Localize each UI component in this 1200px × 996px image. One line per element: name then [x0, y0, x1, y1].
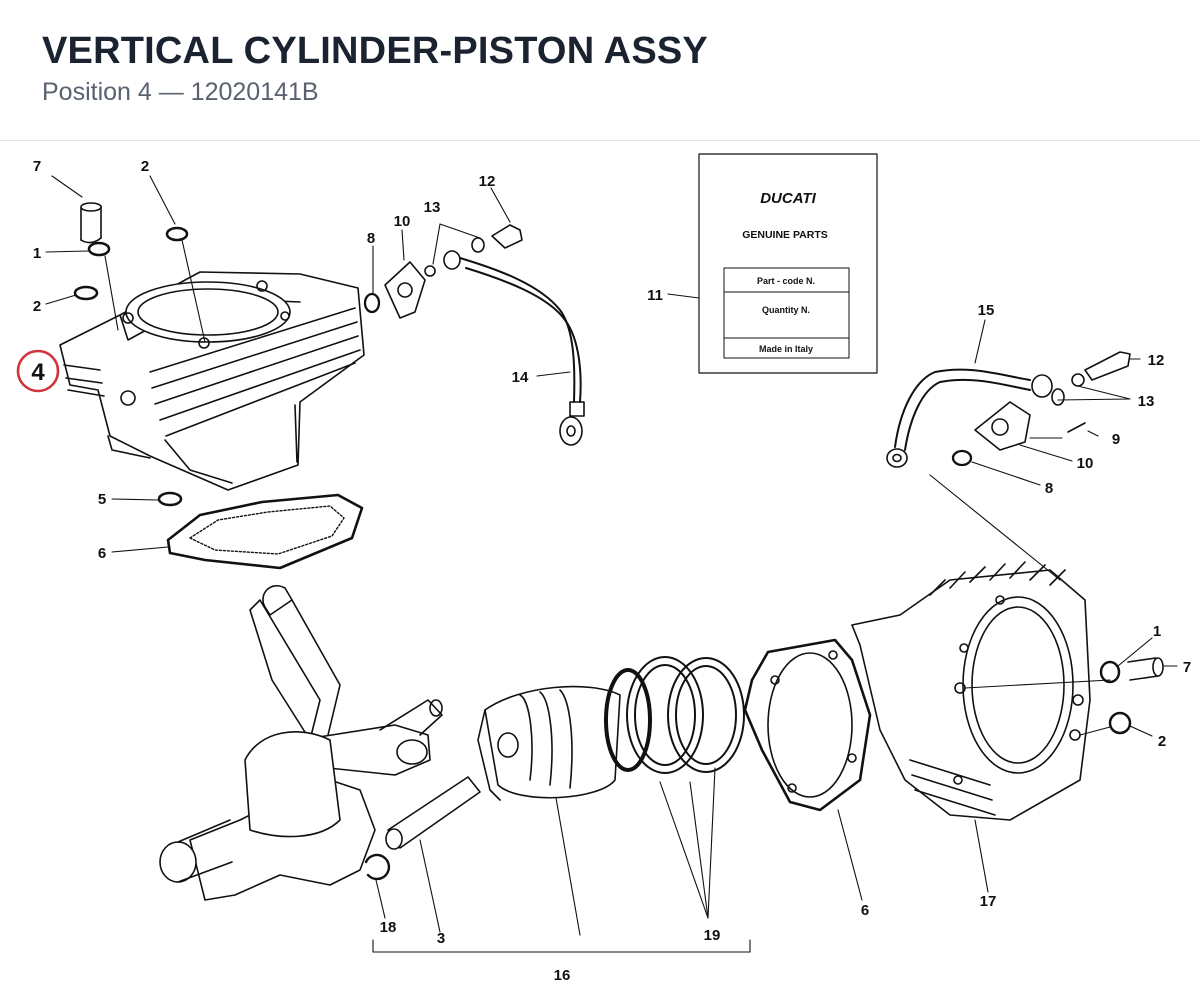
callout-12: 12 — [1148, 352, 1165, 369]
callout-12: 12 — [479, 173, 496, 190]
callout-1: 1 — [1153, 623, 1161, 640]
o-ring-1[interactable] — [87, 241, 111, 257]
cylinder-base-gasket-a[interactable] — [166, 493, 364, 570]
card-field-origin: Made in Italy — [759, 344, 813, 354]
piston-rings-19[interactable] — [604, 656, 745, 774]
card-heading: GENUINE PARTS — [742, 229, 828, 241]
page-title: VERTICAL CYLINDER-PISTON ASSY — [42, 30, 708, 72]
callout-19: 19 — [704, 927, 721, 944]
callout-6: 6 — [98, 545, 106, 562]
callout-8: 8 — [1045, 480, 1053, 497]
piston-pin-3[interactable] — [385, 776, 481, 850]
callout-7: 7 — [33, 158, 41, 175]
card-field-part-code: Part - code N. — [757, 276, 815, 286]
vertical-cylinder[interactable] — [59, 271, 365, 491]
card-brand: DUCATI — [760, 190, 816, 207]
callout-9: 9 — [1112, 431, 1120, 448]
callout-6: 6 — [861, 902, 869, 919]
callout-18: 18 — [380, 919, 397, 936]
o-ring-2b[interactable] — [165, 226, 189, 242]
o-ring-5[interactable] — [157, 491, 183, 507]
callout-3: 3 — [437, 930, 445, 947]
page-header: VERTICAL CYLINDER-PISTON ASSY Position 4… — [0, 0, 1200, 141]
genuine-parts-card — [698, 153, 878, 374]
callout-15: 15 — [978, 302, 995, 319]
cylinder-base-gasket-b[interactable] — [743, 638, 872, 812]
callout-2: 2 — [1158, 733, 1166, 750]
callout-5: 5 — [98, 491, 106, 508]
callout-11: 11 — [647, 287, 663, 304]
card-field-quantity: Quantity N. — [762, 305, 810, 315]
callout-16: 16 — [554, 967, 571, 984]
oil-union-assembly-b[interactable] — [886, 351, 1131, 468]
callout-10: 10 — [1077, 455, 1094, 472]
highlight-label: 4 — [31, 359, 45, 386]
leader-lines — [45, 175, 1178, 953]
callout-13: 13 — [1138, 393, 1155, 410]
highlight-circle[interactable] — [16, 349, 60, 393]
o-ring-2c[interactable] — [1108, 711, 1132, 735]
callout-14: 14 — [512, 369, 529, 386]
callout-10: 10 — [394, 213, 411, 230]
horizontal-cylinder-17[interactable] — [851, 561, 1091, 821]
callout-1: 1 — [33, 245, 41, 262]
dowel-sleeve-7b[interactable] — [1127, 657, 1164, 681]
callout-17: 17 — [980, 893, 997, 910]
callout-8: 8 — [367, 230, 375, 247]
crankshaft-assembly — [159, 585, 443, 901]
o-ring-1b[interactable] — [1099, 660, 1121, 684]
dowel-sleeve-7[interactable] — [80, 202, 102, 244]
oil-union-assembly-a[interactable] — [363, 224, 585, 446]
callout-7: 7 — [1183, 659, 1191, 676]
callout-2: 2 — [141, 158, 149, 175]
exploded-parts-diagram: DUCATI GENUINE PARTS Part - code N. Quan… — [16, 153, 1191, 984]
piston[interactable] — [477, 685, 621, 801]
callout-2: 2 — [33, 298, 41, 315]
o-ring-2a[interactable] — [73, 285, 99, 301]
circlip-18[interactable] — [364, 853, 391, 881]
callout-13: 13 — [424, 199, 441, 216]
page-subtitle: Position 4 — 12020141B — [42, 78, 319, 106]
